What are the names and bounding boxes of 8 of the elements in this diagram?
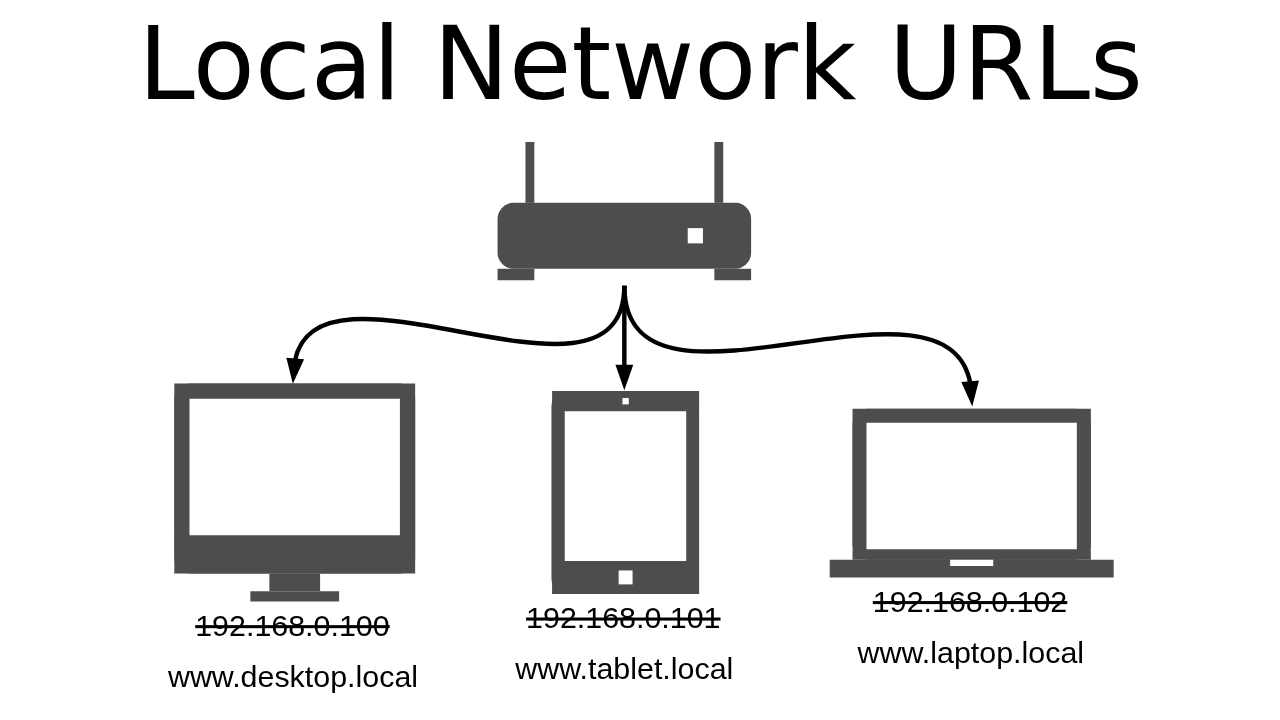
node-label: 192.168.0.101 bbox=[525, 600, 721, 635]
arrow bbox=[621, 285, 979, 407]
node-label: www.laptop.local bbox=[857, 634, 1084, 669]
node-label: 192.168.0.100 bbox=[194, 607, 390, 642]
node-label: www.desktop.local bbox=[167, 658, 418, 693]
node-label: www.tablet.local bbox=[514, 651, 733, 686]
diagram-title: Local Network URLs bbox=[137, 5, 1143, 124]
node-label: 192.168.0.102 bbox=[872, 583, 1067, 618]
